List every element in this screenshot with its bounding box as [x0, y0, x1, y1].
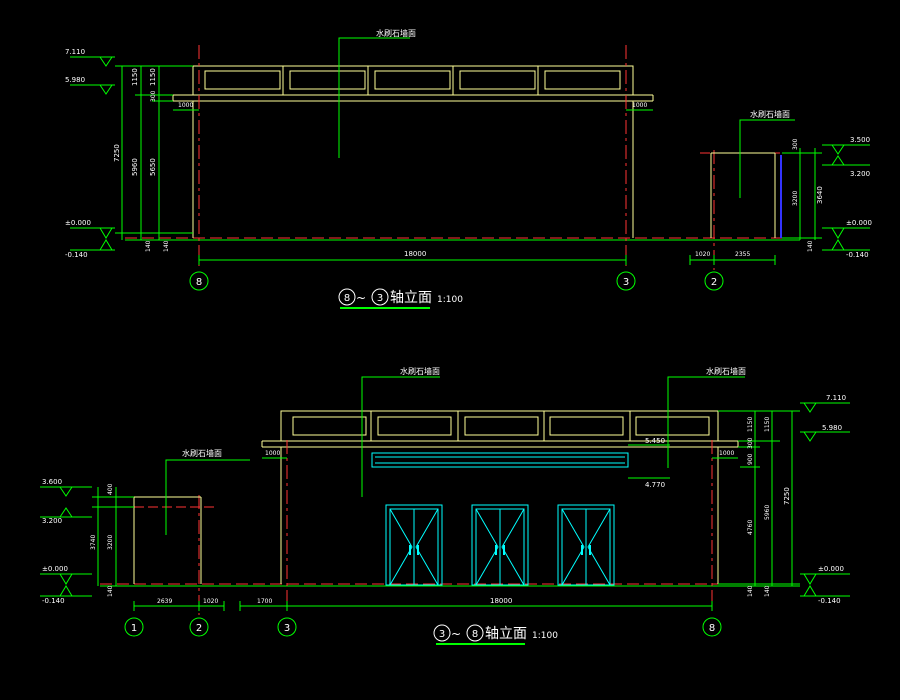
top-elev-3: ±0.000 — [65, 219, 91, 227]
bottom-elev-l2: 3.200 — [42, 517, 62, 525]
bottom-eave-left: 1000 — [265, 450, 280, 457]
top-eave-right: 1000 — [632, 102, 647, 109]
top-elev-r3: ±0.000 — [846, 219, 872, 227]
bottom-elev-l4: -0.140 — [42, 597, 65, 605]
bottom-axis-1: 1 — [131, 623, 137, 634]
top-title-sep: ~ — [356, 291, 366, 305]
bottom-eave-right: 1000 — [719, 450, 734, 457]
bottom-dim-r1150a: 1150 — [747, 417, 754, 432]
top-axis-8: 8 — [196, 277, 202, 288]
bottom-main-building — [261, 410, 739, 584]
bottom-dim-l400: 400 — [107, 483, 114, 495]
bottom-dim-r1150b: 1150 — [764, 417, 771, 432]
top-dim-1150b: 1150 — [149, 68, 157, 86]
top-main-building — [172, 65, 654, 238]
bottom-span-l3: 1700 — [257, 598, 272, 605]
bottom-title-axis-a: 3 — [439, 629, 445, 640]
bottom-elev-r3: ±0.000 — [818, 565, 844, 573]
top-title-scale: 1:100 — [437, 295, 463, 305]
bottom-dim-r300: 300 — [747, 437, 754, 449]
top-elev-r4: -0.140 — [846, 251, 869, 259]
bottom-dim-r140b: 140 — [764, 585, 771, 597]
top-dim-5650: 5650 — [149, 158, 157, 176]
top-dim-7250: 7250 — [113, 144, 121, 162]
top-eave-left: 1000 — [178, 102, 193, 109]
top-elev-4: -0.140 — [65, 251, 88, 259]
top-elevation: 水刷石墙面 水刷石墙面 7.110 5.980 ±0.000 -0.140 72… — [65, 28, 872, 309]
bottom-elevation: 水刷石墙面 水刷石墙面 水刷石墙面 5.450 4.770 3.600 3.20… — [40, 366, 850, 645]
top-dim-r300: 300 — [792, 138, 799, 150]
bottom-title: 3 ~ 8 轴立面 1:100 — [433, 624, 558, 645]
bottom-axis-3: 3 — [284, 623, 290, 634]
top-span-side-1: 1020 — [695, 251, 710, 258]
top-dim-5960: 5960 — [131, 158, 139, 176]
bottom-canopy-bottom: 4.770 — [645, 481, 665, 489]
top-dim-r3200: 3200 — [792, 191, 799, 206]
bottom-title-sep: ~ — [451, 627, 461, 641]
bottom-elev-r1: 7.110 — [826, 394, 846, 402]
bottom-title-scale: 1:100 — [532, 631, 558, 641]
top-title-axis-b: 3 — [377, 293, 383, 304]
top-elev-r2: 3.200 — [850, 170, 870, 178]
bottom-span-l1: 2639 — [157, 598, 172, 605]
bottom-axis-2: 2 — [196, 623, 202, 634]
bottom-doors — [385, 504, 615, 586]
bottom-dim-l3740: 3740 — [90, 535, 97, 550]
top-span-main: 18000 — [404, 250, 426, 258]
bottom-dim-r900: 900 — [747, 453, 754, 465]
top-title-axis-a: 8 — [344, 293, 350, 304]
top-title: 8 ~ 3 轴立面 1:100 — [338, 288, 463, 309]
bottom-dim-r4760: 4760 — [747, 520, 754, 535]
top-elev-2: 5.980 — [65, 76, 85, 84]
bottom-elev-l1: 3.600 — [42, 478, 62, 486]
top-axis-3: 3 — [623, 277, 629, 288]
bottom-span-main: 18000 — [490, 597, 512, 605]
bottom-elev-r2: 5.980 — [822, 424, 842, 432]
top-elev-1: 7.110 — [65, 48, 85, 56]
top-dim-r3640: 3640 — [816, 186, 824, 204]
bottom-axis-8: 8 — [709, 623, 715, 634]
bottom-title-text: 轴立面 — [485, 626, 527, 642]
bottom-dim-l140: 140 — [107, 585, 114, 597]
bottom-elev-r4: -0.140 — [818, 597, 841, 605]
top-material-label-side: 水刷石墙面 — [750, 109, 790, 119]
top-dim-140b: 140 — [163, 240, 170, 252]
bottom-span-l2: 1020 — [203, 598, 218, 605]
bottom-canopy-top: 5.450 — [645, 437, 665, 445]
top-span-side-2: 2355 — [735, 251, 750, 258]
top-axis-2: 2 — [711, 277, 717, 288]
bottom-title-axis-b: 8 — [472, 629, 478, 640]
top-dim-r140: 140 — [807, 240, 814, 252]
bottom-dim-r7250: 7250 — [783, 487, 791, 505]
top-title-text: 轴立面 — [390, 290, 432, 306]
top-dim-140a: 140 — [145, 240, 152, 252]
top-elev-r1: 3.500 — [850, 136, 870, 144]
top-dim-1150a: 1150 — [131, 68, 139, 86]
bottom-dim-l3200: 3200 — [107, 535, 114, 550]
bottom-material-label-1: 水刷石墙面 — [182, 448, 222, 458]
bottom-material-label-2: 水刷石墙面 — [400, 366, 440, 376]
bottom-dim-r140a: 140 — [747, 585, 754, 597]
bottom-material-label-3: 水刷石墙面 — [706, 366, 746, 376]
bottom-dim-r5960: 5960 — [764, 505, 771, 520]
top-dim-300: 300 — [150, 90, 157, 102]
top-material-label-main: 水刷石墙面 — [376, 28, 416, 38]
bottom-elev-l3: ±0.000 — [42, 565, 68, 573]
